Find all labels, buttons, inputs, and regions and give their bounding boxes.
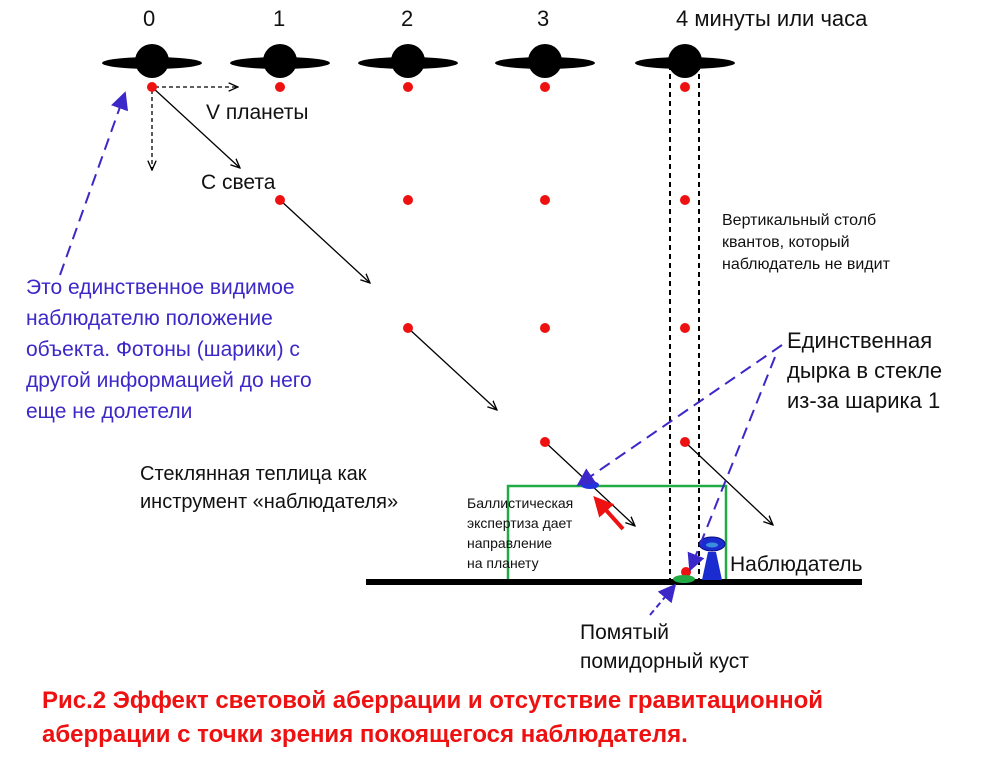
pointer-bush [649,583,677,616]
photon-dot [275,195,285,205]
light-ray-arrow-2 [279,199,370,283]
single-hole-note: Единственная дырка в стекле из-за шарика… [787,328,943,413]
photon-dot [540,437,550,447]
planet-icon-0 [102,44,202,78]
planet-icon-2 [358,44,458,78]
hole-in-glass-icon [581,481,599,489]
pointer-visible-position [59,91,129,276]
time-label-3: 3 [537,6,550,31]
photon-dot [275,82,285,92]
photon-dot [680,437,690,447]
photon-dot [680,82,690,92]
photon-dot [540,82,550,92]
pointer-hole-2 [687,356,776,572]
ballistic-note: Баллистическая экспертиза дает направлен… [467,495,574,571]
photon-dot [540,323,550,333]
photon-dot [403,323,413,333]
velocity-label: V планеты [206,101,309,124]
planet-icon-4 [635,44,735,78]
photon-dot [680,323,690,333]
planet-icon-3 [495,44,595,78]
observer-figure [698,536,726,580]
ballistic-direction-arrow [593,496,625,531]
photon-dot [403,82,413,92]
photon-dot [147,82,157,92]
light-speed-label: С света [201,171,276,194]
planet-icon-1 [230,44,330,78]
photon-dot [680,195,690,205]
column-note: Вертикальный столб квантов, который набл… [722,212,890,273]
figure-caption: Рис.2 Эффект световой аберрации и отсутс… [42,687,824,748]
bush-label: Помятый помидорный куст [580,621,749,673]
time-label-4: 4 минуты или часа [676,6,868,31]
greenhouse-label: Стеклянная теплица как инструмент «наблю… [140,463,399,513]
pointer-hole-1 [576,344,783,487]
photon-dot [540,195,550,205]
time-label-2: 2 [401,6,414,31]
observer-label: Наблюдатель [730,553,863,576]
tomato-bush-icon [673,575,695,583]
time-label-0: 0 [143,6,156,31]
photon-dot [403,195,413,205]
light-ray-arrow-3 [407,327,497,410]
visible-position-note: Это единственное видимое наблюдателю пол… [26,276,312,423]
time-label-1: 1 [273,6,286,31]
light-ray-arrow-1 [151,86,240,168]
